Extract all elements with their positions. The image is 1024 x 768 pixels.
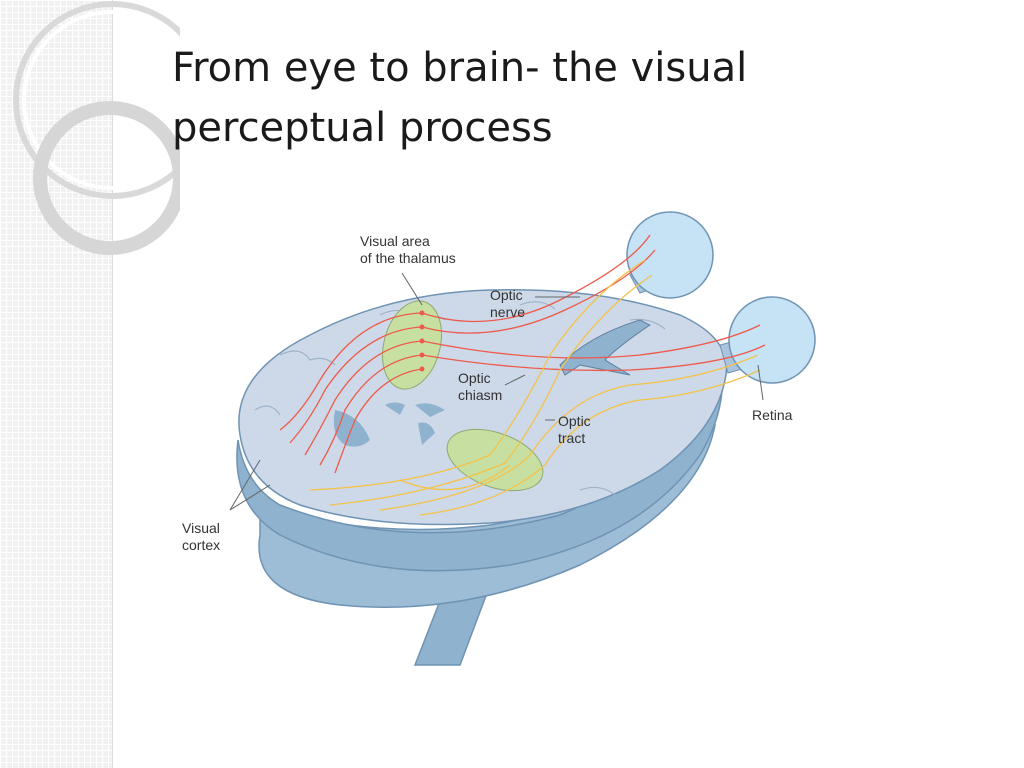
decorative-rings	[13, 1, 180, 255]
ventricle-lower	[418, 422, 435, 445]
ventricle-left	[385, 402, 405, 415]
fibers-yellow	[309, 259, 761, 516]
label-thalamus-line-2: of the thalamus	[360, 250, 456, 266]
slide-title-line-1: From eye to brain- the visual	[172, 45, 748, 91]
slide-title-line-2: perceptual process	[172, 105, 553, 151]
label-optic-nerve-line-1: Optic	[490, 287, 523, 303]
label-retina: Retina	[752, 407, 793, 423]
brain-side-wall	[236, 353, 724, 572]
thalamus-area	[382, 300, 442, 390]
visual-pathway-diagram: Visual area of the thalamus Optic nerve …	[182, 211, 816, 666]
fibers-red	[279, 234, 766, 474]
label-thalamus-line-1: Visual area	[360, 233, 430, 249]
label-optic-nerve-line-2: nerve	[490, 304, 525, 320]
label-optic-chiasm-line-2: chiasm	[458, 387, 502, 403]
ventricle-shape	[559, 319, 651, 376]
thalamus-nodes	[419, 310, 425, 372]
label-optic-chiasm-line-1: Optic	[458, 370, 491, 386]
label-optic-tract-line-1: Optic	[558, 413, 591, 429]
ventricle-right	[415, 403, 445, 417]
slide-title: From eye to brain- the visual perceptual…	[172, 38, 972, 158]
label-visual-cortex-line-1: Visual	[182, 520, 220, 536]
eye-upper	[626, 211, 714, 299]
leader-lines	[229, 272, 764, 511]
eye-lower	[728, 296, 816, 384]
label-optic-tract-line-2: tract	[558, 430, 585, 446]
label-visual-cortex-line-2: cortex	[182, 537, 220, 553]
